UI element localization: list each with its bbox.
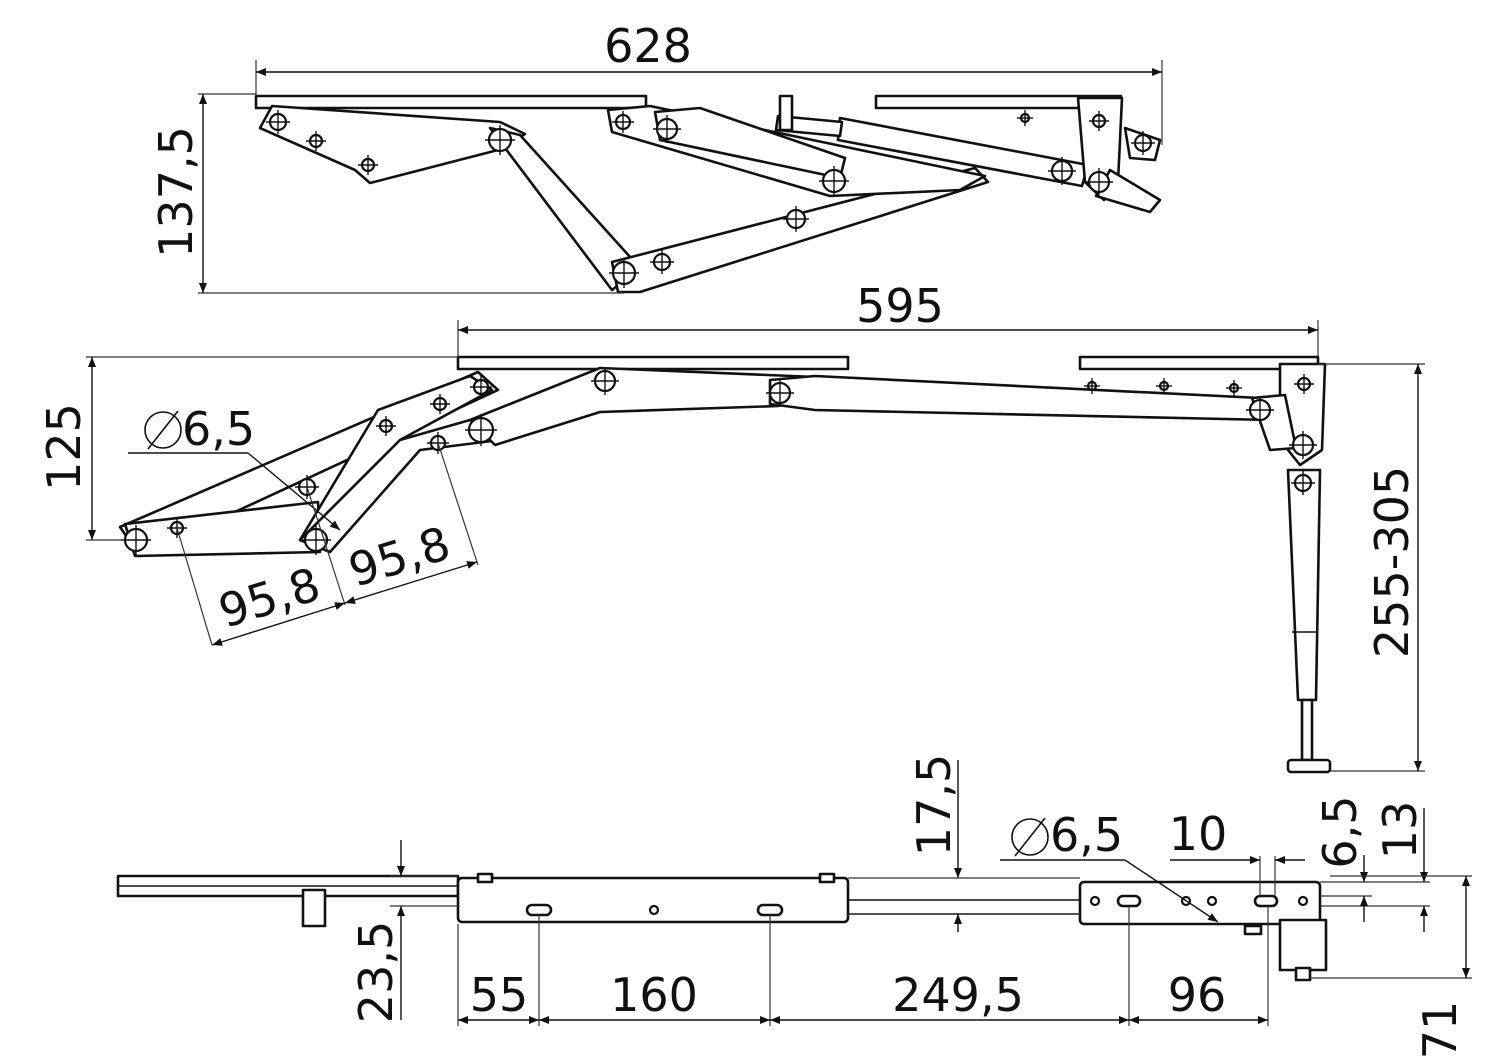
leg-foot [1286, 758, 1332, 774]
hole-center [648, 904, 660, 916]
dim-bot-slot: 10 [1169, 807, 1228, 861]
left-mounting-plate-open [456, 355, 850, 371]
dim-bot-d2: 160 [610, 968, 698, 1022]
gas-spring-open [768, 374, 1272, 422]
dim-mid-height: 125 [37, 403, 91, 491]
dim-line-95-a [211, 602, 346, 646]
dim-bot-right: 71 [1413, 1001, 1467, 1060]
dim-top-width: 628 [604, 19, 692, 73]
diameter-symbol-mid [144, 411, 182, 449]
slot-4 [1253, 894, 1279, 908]
dim-mid-link-b: 95,8 [342, 516, 456, 598]
dim-bot-d3: 249,5 [892, 968, 1024, 1022]
dim-bot-h1: 17,5 [907, 754, 961, 856]
side-view: 55 160 249,5 96 23,5 17,5 6,5 10 6,5 [116, 754, 1472, 1060]
side-screw [301, 888, 327, 928]
dim-line-95-b [344, 561, 478, 604]
left-mounting-plate [254, 94, 648, 110]
side-bolt [1243, 924, 1263, 936]
slot-1 [525, 903, 553, 917]
dim-bot-hole: 6,5 [1050, 808, 1123, 862]
support-leg [1286, 468, 1322, 702]
leg-screw [1300, 698, 1314, 762]
folded-view: 628 137,5 [149, 19, 1163, 294]
side-right-plate [1078, 880, 1322, 926]
diameter-symbol-bot [1011, 818, 1049, 856]
dim-mid-width: 595 [856, 279, 944, 333]
dim-bot-h2: 6,5 [1313, 795, 1367, 868]
dim-bot-h3: 13 [1373, 801, 1427, 860]
side-left-plate-tab-2 [818, 872, 836, 884]
side-leg-foot [1294, 966, 1312, 982]
dim-mid-hole: 6,5 [182, 402, 255, 456]
pins-open [121, 367, 1317, 555]
side-left-plate-tab [476, 872, 494, 884]
dim-bot-d1: 55 [470, 968, 529, 1022]
side-leg-block [1278, 918, 1328, 972]
adjuster-knob [778, 94, 794, 132]
upper-left-arm [258, 104, 527, 185]
dim-mid-leg: 255-305 [1365, 466, 1419, 658]
dim-bot-left: 23,5 [349, 921, 403, 1023]
dim-top-height: 137,5 [149, 126, 203, 258]
pins-folded [266, 110, 1155, 288]
dim-bot-d4: 96 [1168, 968, 1227, 1022]
slot-2 [756, 903, 784, 917]
open-view: 595 125 6,5 95,8 95,8 255-305 [37, 279, 1425, 774]
side-left-plate [456, 876, 850, 924]
slot-3 [1116, 894, 1142, 908]
